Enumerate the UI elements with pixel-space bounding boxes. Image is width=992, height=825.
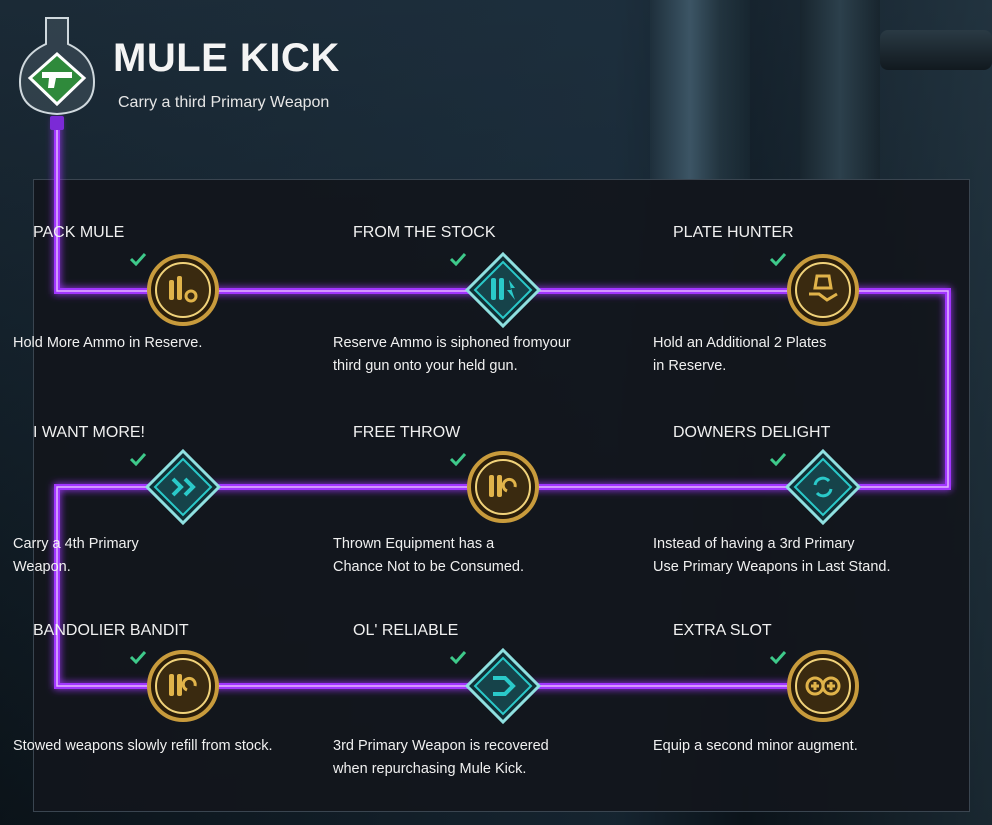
augment-description: Equip a second minor augment. bbox=[653, 738, 858, 754]
augment-title: OL' RELIABLE bbox=[353, 622, 459, 639]
bullets-bolt-icon bbox=[491, 278, 515, 300]
augment-description: Thrown Equipment has a bbox=[333, 536, 495, 552]
augment-description: Hold More Ammo in Reserve. bbox=[13, 335, 203, 351]
augment-button-plus-slots-icon[interactable] bbox=[783, 646, 863, 726]
unlocked-check-icon bbox=[769, 452, 787, 466]
unlocked-check-icon bbox=[129, 650, 147, 664]
augment-button-cycle-icon[interactable] bbox=[783, 447, 863, 527]
augment-title: PACK MULE bbox=[33, 224, 125, 241]
page-subtitle: Carry a third Primary Weapon bbox=[118, 94, 330, 111]
unlocked-check-icon bbox=[449, 252, 467, 266]
augment-button-double-chevron-icon[interactable] bbox=[143, 447, 223, 527]
augment-button-bullets-gear-icon[interactable] bbox=[143, 250, 223, 330]
augment-title: FREE THROW bbox=[353, 424, 461, 441]
augment-description: Weapon. bbox=[13, 559, 71, 575]
augment-description: Chance Not to be Consumed. bbox=[333, 559, 525, 575]
augment-button-plate-hand-icon[interactable] bbox=[783, 250, 863, 330]
unlocked-check-icon bbox=[129, 252, 147, 266]
augment-description: Instead of having a 3rd Primary bbox=[653, 536, 855, 552]
augment-description: when repurchasing Mule Kick. bbox=[333, 761, 527, 777]
augment-description: Carry a 4th Primary bbox=[13, 536, 139, 552]
progression-path bbox=[54, 118, 951, 689]
unlocked-check-icon bbox=[129, 452, 147, 466]
cycle-icon bbox=[813, 476, 833, 498]
augment-description: Hold an Additional 2 Plates bbox=[653, 335, 827, 351]
page-title: MULE KICK bbox=[113, 36, 340, 80]
augment-title: PLATE HUNTER bbox=[673, 224, 794, 241]
augment-description: 3rd Primary Weapon is recovered bbox=[333, 738, 549, 754]
background-machinery bbox=[650, 0, 750, 180]
augment-button-return-arrow-icon[interactable] bbox=[463, 646, 543, 726]
plus-slots-icon bbox=[805, 676, 841, 696]
bullets-gear-icon bbox=[169, 276, 198, 303]
double-chevron-icon bbox=[171, 477, 196, 497]
augment-description: third gun onto your held gun. bbox=[333, 358, 518, 374]
augment-description: Stowed weapons slowly refill from stock. bbox=[13, 738, 273, 754]
plate-hand-icon bbox=[809, 274, 838, 302]
unlocked-check-icon bbox=[769, 650, 787, 664]
augment-description: in Reserve. bbox=[653, 358, 727, 374]
unlocked-check-icon bbox=[449, 650, 467, 664]
augment-title: DOWNERS DELIGHT bbox=[673, 424, 831, 441]
augment-title: I WANT MORE! bbox=[33, 424, 145, 441]
augment-title: FROM THE STOCK bbox=[353, 224, 496, 241]
augment-title: BANDOLIER BANDIT bbox=[33, 622, 189, 639]
augment-button-bullets-refresh-icon[interactable] bbox=[463, 447, 543, 527]
augment-button-bullets-bolt-icon[interactable] bbox=[463, 250, 543, 330]
unlocked-check-icon bbox=[769, 252, 787, 266]
mule-kick-perk-icon bbox=[18, 17, 96, 130]
augment-title: EXTRA SLOT bbox=[673, 622, 772, 639]
background-pipe bbox=[880, 30, 992, 70]
unlocked-check-icon bbox=[449, 452, 467, 466]
return-arrow-icon bbox=[493, 676, 516, 696]
augment-button-bullets-refill-icon[interactable] bbox=[143, 646, 223, 726]
augment-description: Use Primary Weapons in Last Stand. bbox=[653, 559, 891, 575]
augment-description: Reserve Ammo is siphoned fromyour bbox=[333, 335, 571, 351]
bullets-refill-icon bbox=[169, 674, 197, 696]
background-machinery bbox=[800, 0, 880, 180]
bullets-refresh-icon bbox=[489, 475, 517, 497]
